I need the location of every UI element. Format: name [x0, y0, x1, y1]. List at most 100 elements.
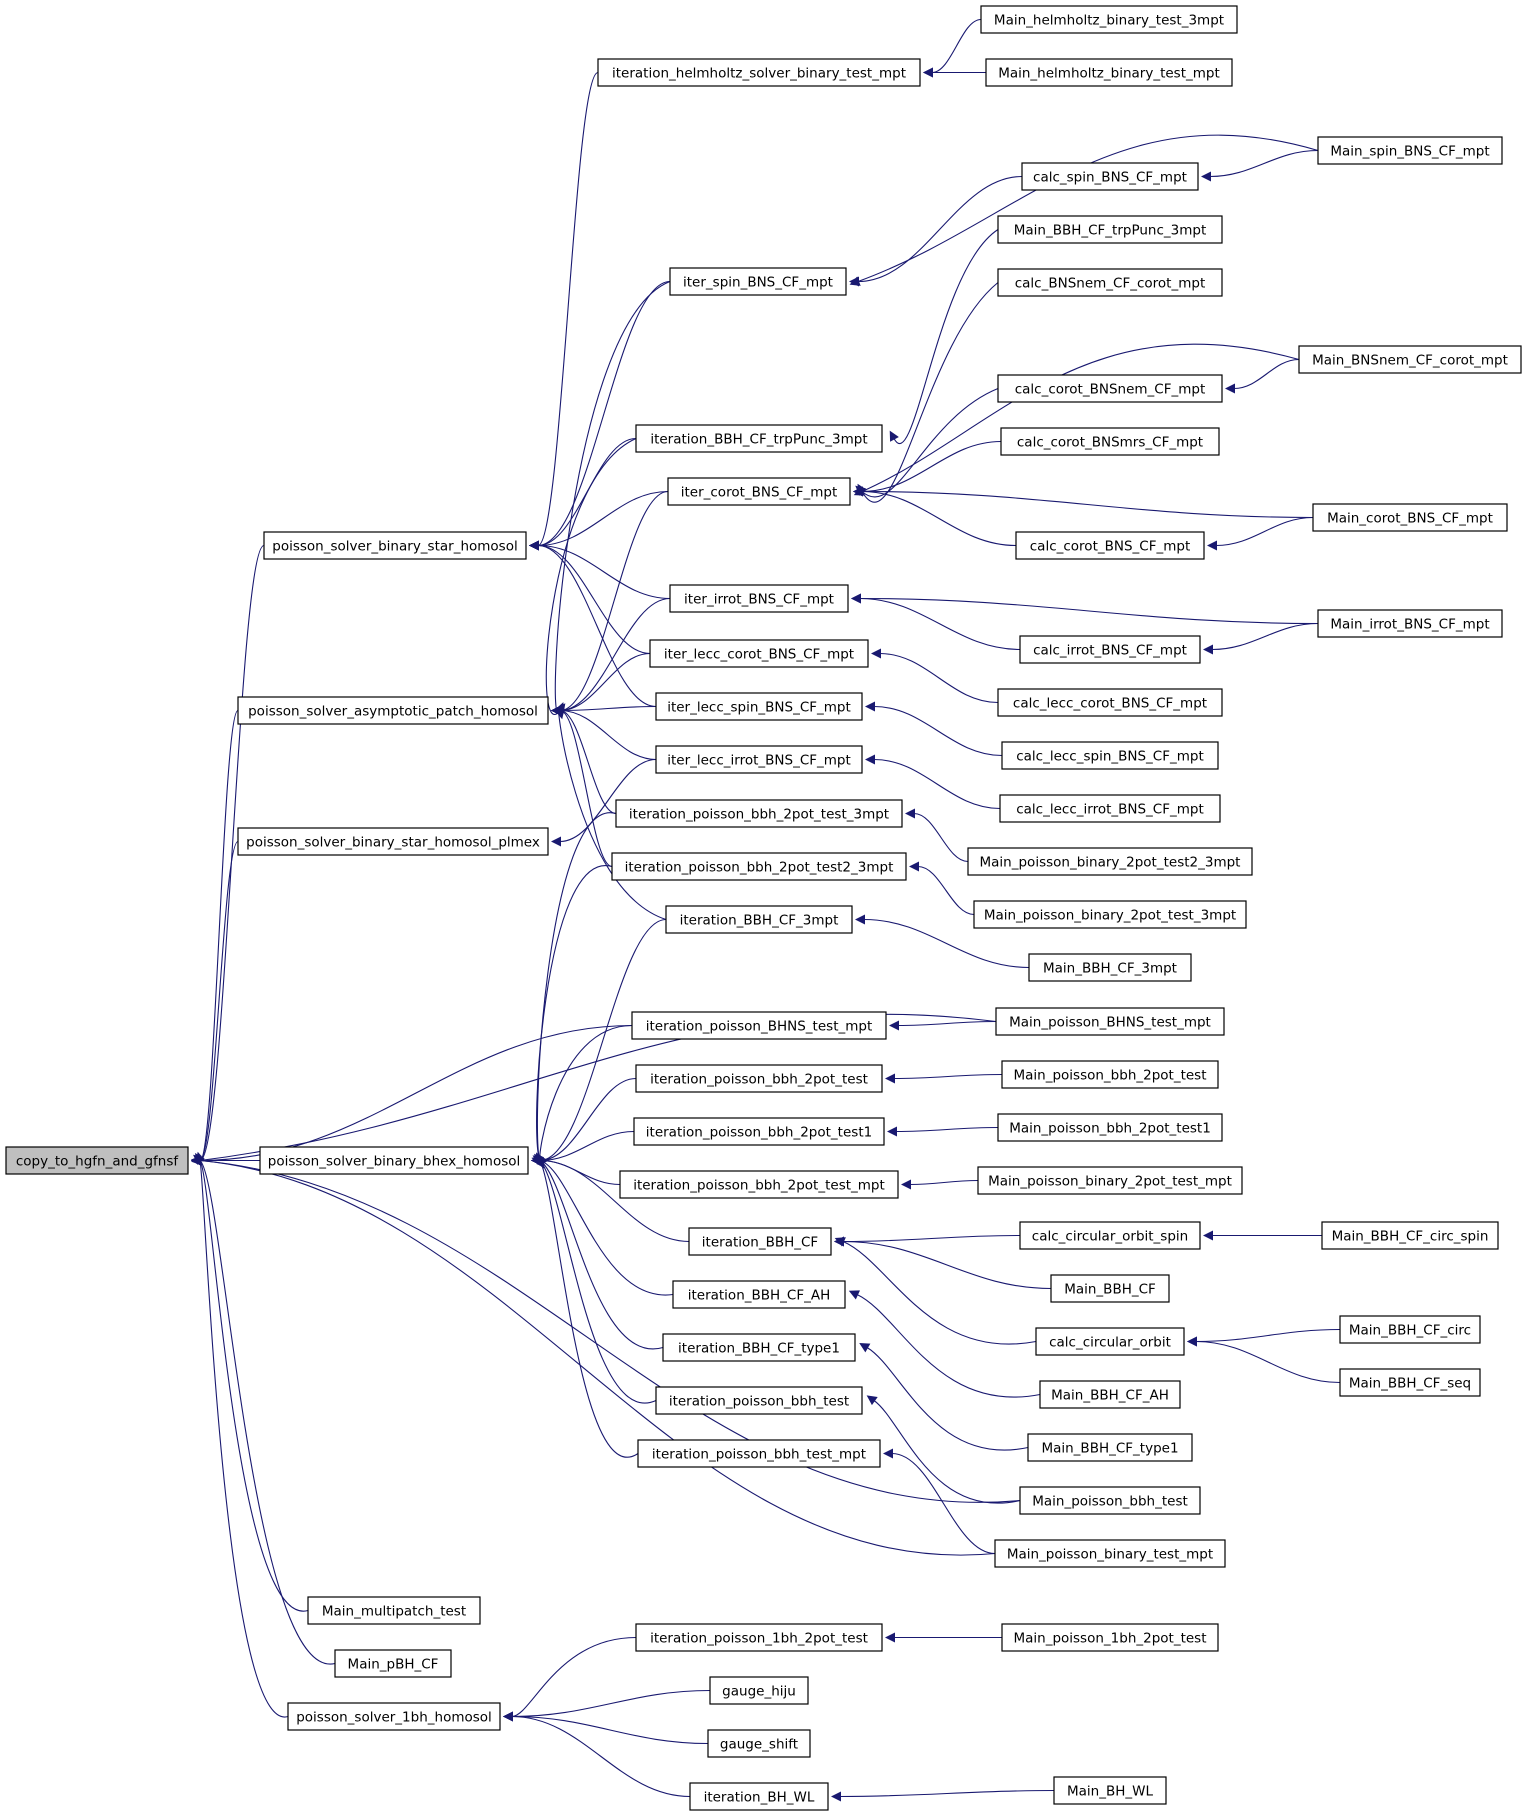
node-calc-corot-bnsnem-cf-mpt[interactable]: calc_corot_BNSnem_CF_mpt [997, 374, 1223, 403]
node-label: calc_lecc_spin_BNS_CF_mpt [1016, 749, 1204, 765]
node-main-corot-bns-cf-mpt[interactable]: Main_corot_BNS_CF_mpt [1312, 503, 1508, 532]
node-iter-lecc-corot-bns-cf-mpt[interactable]: iter_lecc_corot_BNS_CF_mpt [649, 639, 869, 668]
node-iteration-poisson-bbh-2pot-test-3mpt[interactable]: iteration_poisson_bbh_2pot_test_3mpt [615, 799, 903, 828]
edge-iteration-poisson-bbh-2pot-test-3mpt-to-poisson-solver-asymptotic-patch-homosol [551, 705, 617, 815]
edge-iter-corot-bns-cf-mpt-to-poisson-solver-binary-star-homosol [529, 490, 669, 551]
node-iteration-poisson-1bh-2pot-test[interactable]: iteration_poisson_1bh_2pot_test [635, 1623, 883, 1652]
node-calc-lecc-spin-bns-cf-mpt[interactable]: calc_lecc_spin_BNS_CF_mpt [1001, 741, 1219, 770]
node-calc-bnsnem-cf-corot-mpt[interactable]: calc_BNSnem_CF_corot_mpt [997, 268, 1223, 297]
node-label: copy_to_hgfn_and_gfnsf [16, 1154, 180, 1170]
node-box [1000, 427, 1220, 456]
node-main-bbh-cf-seq[interactable]: Main_BBH_CF_seq [1339, 1368, 1481, 1397]
node-box [1339, 1368, 1481, 1397]
node-main-spin-bns-cf-mpt[interactable]: Main_spin_BNS_CF_mpt [1317, 136, 1503, 165]
edge-calc-circular-orbit-to-iteration-bbh-cf [834, 1237, 1037, 1345]
node-main-bbh-cf-3mpt[interactable]: Main_BBH_CF_3mpt [1028, 953, 1192, 982]
node-poisson-solver-binary-star-homosol-plmex[interactable]: poisson_solver_binary_star_homosol_plmex [237, 827, 549, 856]
node-iter-corot-bns-cf-mpt[interactable]: iter_corot_BNS_CF_mpt [667, 477, 851, 506]
node-iteration-bbh-cf[interactable]: iteration_BBH_CF [688, 1227, 832, 1256]
node-gauge-shift[interactable]: gauge_shift [707, 1729, 811, 1758]
node-main-helmholtz-binary-test-mpt[interactable]: Main_helmholtz_binary_test_mpt [985, 58, 1233, 87]
node-iteration-poisson-bbh-2pot-test[interactable]: iteration_poisson_bbh_2pot_test [635, 1064, 883, 1093]
node-main-poisson-binary-test-mpt[interactable]: Main_poisson_binary_test_mpt [994, 1539, 1226, 1568]
node-calc-spin-bns-cf-mpt[interactable]: calc_spin_BNS_CF_mpt [1021, 162, 1199, 191]
node-main-bnsnem-cf-corot-mpt[interactable]: Main_BNSnem_CF_corot_mpt [1298, 345, 1522, 374]
node-poisson-solver-binary-bhex-homosol[interactable]: poisson_solver_binary_bhex_homosol [259, 1146, 529, 1175]
node-label: poisson_solver_binary_star_homosol_plmex [246, 835, 540, 851]
node-label: Main_BBH_CF_3mpt [1043, 961, 1177, 977]
node-main-bbh-cf-type1[interactable]: Main_BBH_CF_type1 [1027, 1433, 1193, 1462]
node-iteration-bbh-cf-3mpt[interactable]: iteration_BBH_CF_3mpt [665, 905, 853, 934]
node-iteration-bbh-cf-ah[interactable]: iteration_BBH_CF_AH [672, 1280, 846, 1309]
node-main-poisson-binary-2pot-test-3mpt[interactable]: Main_poisson_binary_2pot_test_3mpt [973, 900, 1247, 929]
node-iteration-poisson-bbh-2pot-test2-3mpt[interactable]: iteration_poisson_bbh_2pot_test2_3mpt [611, 852, 907, 881]
node-poisson-solver-asymptotic-patch-homosol[interactable]: poisson_solver_asymptotic_patch_homosol [237, 696, 549, 725]
edge-calc-lecc-corot-bns-cf-mpt-to-iter-lecc-corot-bns-cf-mpt [871, 648, 999, 704]
edge-poisson-solver-binary-star-homosol-to-copy-to-hgfn-and-gfnsf [191, 544, 265, 1166]
edge-iteration-bh-wl-to-poisson-solver-1bh-homosol [503, 1711, 691, 1798]
node-iteration-poisson-bbh-2pot-test-mpt[interactable]: iteration_poisson_bbh_2pot_test_mpt [619, 1170, 899, 1199]
edge-calc-corot-bnsnem-cf-mpt-to-iter-corot-bns-cf-mpt [855, 387, 999, 498]
edge-main-poisson-bbh-2pot-test1-to-iteration-poisson-bbh-2pot-test1 [887, 1126, 999, 1137]
edge-main-bh-wl-to-iteration-bh-wl [831, 1789, 1055, 1802]
node-main-helmholtz-binary-test-3mpt[interactable]: Main_helmholtz_binary_test_3mpt [980, 5, 1238, 34]
node-calc-corot-bns-cf-mpt[interactable]: calc_corot_BNS_CF_mpt [1015, 531, 1205, 560]
node-main-poisson-binary-2pot-test-mpt[interactable]: Main_poisson_binary_2pot_test_mpt [977, 1166, 1243, 1195]
node-label: calc_lecc_irrot_BNS_CF_mpt [1016, 802, 1204, 818]
node-copy-to-hgfn-and-gfnsf[interactable]: copy_to_hgfn_and_gfnsf [5, 1146, 189, 1175]
node-main-poisson-bhns-test-mpt[interactable]: Main_poisson_BHNS_test_mpt [995, 1007, 1225, 1036]
node-main-bbh-cf-circ[interactable]: Main_BBH_CF_circ [1339, 1315, 1481, 1344]
node-gauge-hiju[interactable]: gauge_hiju [709, 1676, 809, 1705]
node-iteration-poisson-bbh-2pot-test1[interactable]: iteration_poisson_bbh_2pot_test1 [633, 1117, 885, 1146]
node-main-multipatch-test[interactable]: Main_multipatch_test [307, 1596, 481, 1625]
node-main-bbh-cf[interactable]: Main_BBH_CF [1050, 1274, 1170, 1303]
node-calc-irrot-bns-cf-mpt[interactable]: calc_irrot_BNS_CF_mpt [1019, 635, 1201, 664]
node-main-bh-wl[interactable]: Main_BH_WL [1053, 1776, 1167, 1805]
node-label: gauge_shift [720, 1737, 798, 1753]
node-box [307, 1596, 481, 1625]
node-box [597, 58, 921, 87]
edge-main-bbh-cf-trppunc-3mpt-to-iteration-bbh-cf-trppunc-3mpt [889, 229, 999, 444]
node-iteration-poisson-bbh-test[interactable]: iteration_poisson_bbh_test [655, 1386, 863, 1415]
node-label: Main_poisson_binary_2pot_test_mpt [988, 1174, 1232, 1190]
node-calc-circular-orbit-spin[interactable]: calc_circular_orbit_spin [1019, 1221, 1201, 1250]
node-main-poisson-bbh-test[interactable]: Main_poisson_bbh_test [1019, 1486, 1201, 1515]
node-main-bbh-cf-ah[interactable]: Main_BBH_CF_AH [1039, 1380, 1181, 1409]
node-main-poisson-bbh-2pot-test[interactable]: Main_poisson_bbh_2pot_test [1001, 1060, 1219, 1089]
node-iteration-poisson-bbh-test-mpt[interactable]: iteration_poisson_bbh_test_mpt [637, 1439, 881, 1468]
node-main-poisson-1bh-2pot-test[interactable]: Main_poisson_1bh_2pot_test [1001, 1623, 1219, 1652]
node-box [1312, 503, 1508, 532]
node-box [669, 267, 847, 296]
node-main-bbh-cf-circ-spin[interactable]: Main_BBH_CF_circ_spin [1321, 1221, 1499, 1250]
node-main-pbh-cf[interactable]: Main_pBH_CF [334, 1649, 452, 1678]
node-calc-lecc-irrot-bns-cf-mpt[interactable]: calc_lecc_irrot_BNS_CF_mpt [999, 794, 1221, 823]
node-calc-lecc-corot-bns-cf-mpt[interactable]: calc_lecc_corot_BNS_CF_mpt [997, 688, 1223, 717]
node-poisson-solver-binary-star-homosol[interactable]: poisson_solver_binary_star_homosol [263, 531, 527, 560]
node-iteration-poisson-bhns-test-mpt[interactable]: iteration_poisson_BHNS_test_mpt [631, 1011, 887, 1040]
node-iteration-bh-wl[interactable]: iteration_BH_WL [689, 1782, 829, 1811]
node-iter-lecc-irrot-bns-cf-mpt[interactable]: iter_lecc_irrot_BNS_CF_mpt [655, 745, 863, 774]
node-iteration-bbh-cf-type1[interactable]: iteration_BBH_CF_type1 [662, 1333, 856, 1362]
node-label: iteration_poisson_bbh_2pot_test_3mpt [629, 807, 889, 823]
node-iter-lecc-spin-bns-cf-mpt[interactable]: iter_lecc_spin_BNS_CF_mpt [655, 692, 863, 721]
node-main-poisson-binary-2pot-test2-3mpt[interactable]: Main_poisson_binary_2pot_test2_3mpt [967, 847, 1253, 876]
node-main-bbh-cf-trppunc-3mpt[interactable]: Main_BBH_CF_trpPunc_3mpt [997, 215, 1223, 244]
node-box [635, 424, 883, 453]
edge-iteration-bbh-cf-trppunc-3mpt-to-poisson-solver-asymptotic-patch-homosol [545, 437, 637, 715]
node-box [985, 58, 1233, 87]
node-iter-spin-bns-cf-mpt[interactable]: iter_spin_BNS_CF_mpt [669, 267, 847, 296]
node-iteration-bbh-cf-trppunc-3mpt[interactable]: iteration_BBH_CF_trpPunc_3mpt [635, 424, 883, 453]
node-poisson-solver-1bh-homosol[interactable]: poisson_solver_1bh_homosol [287, 1702, 501, 1731]
node-iteration-helmholtz-solver-binary-test-mpt[interactable]: iteration_helmholtz_solver_binary_test_m… [597, 58, 921, 87]
edge-iteration-poisson-bbh-2pot-test1-to-poisson-solver-binary-bhex-homosol [531, 1130, 635, 1166]
node-calc-circular-orbit[interactable]: calc_circular_orbit [1035, 1327, 1185, 1356]
node-main-irrot-bns-cf-mpt[interactable]: Main_irrot_BNS_CF_mpt [1317, 609, 1503, 638]
node-calc-corot-bnsmrs-cf-mpt[interactable]: calc_corot_BNSmrs_CF_mpt [1000, 427, 1220, 456]
node-iter-irrot-bns-cf-mpt[interactable]: iter_irrot_BNS_CF_mpt [669, 584, 849, 613]
edge-calc-corot-bns-cf-mpt-to-iter-corot-bns-cf-mpt [853, 486, 1017, 547]
node-main-poisson-bbh-2pot-test1[interactable]: Main_poisson_bbh_2pot_test1 [997, 1113, 1223, 1142]
node-label: Main_poisson_binary_test_mpt [1007, 1547, 1213, 1563]
node-label: Main_BBH_CF_seq [1349, 1376, 1471, 1392]
node-label: poisson_solver_binary_star_homosol [272, 539, 517, 555]
